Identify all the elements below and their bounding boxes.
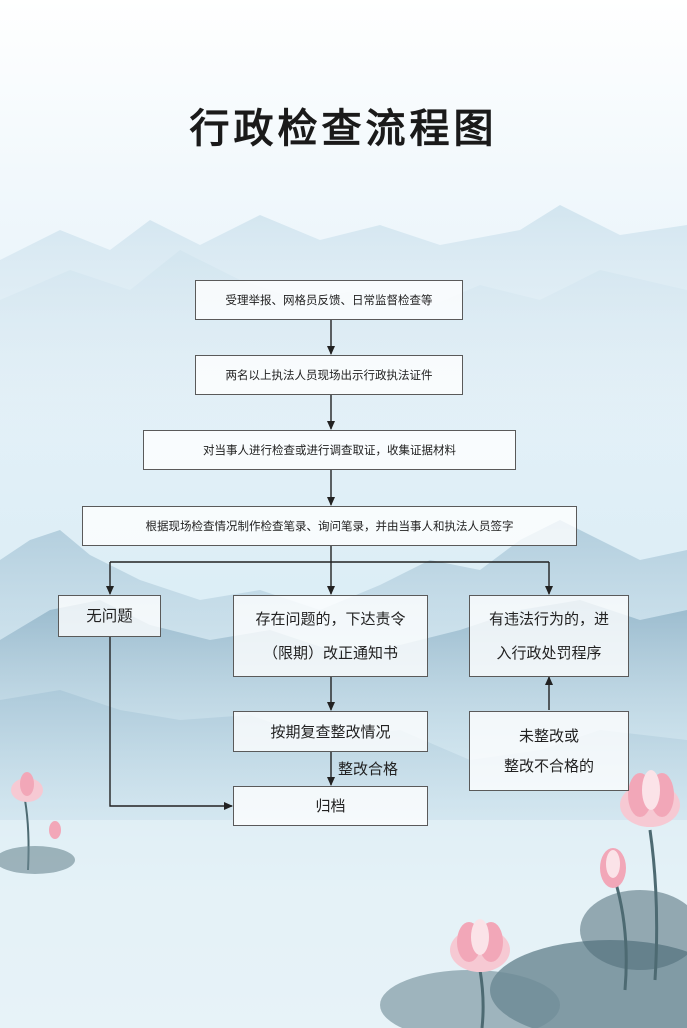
- step-recheck-rectification: 按期复查整改情况: [233, 711, 428, 752]
- step-inspect-collect-evidence-text: 对当事人进行检查或进行调查取证，收集证据材料: [203, 443, 456, 457]
- step-make-records-text: 根据现场检查情况制作检查笔录、询问笔录，并由当事人和执法人员签字: [145, 519, 514, 533]
- violation-line-2: 入行政处罚程序: [496, 644, 602, 662]
- step-recheck-rectification-text: 按期复查整改情况: [270, 722, 391, 741]
- step-archive: 归档: [233, 786, 428, 826]
- not-fixed-line-2: 整改不合格的: [503, 757, 594, 775]
- lotus-flower-right: [620, 770, 680, 827]
- branch-issue-rectification-notice: 存在问题的，下达责令 （限期）改正通知书: [233, 595, 428, 677]
- issue-line-1: 存在问题的，下达责令: [255, 610, 406, 628]
- page-title: 行政检查流程图: [189, 105, 498, 152]
- branch-violation-penalty: 有违法行为的，进 入行政处罚程序: [469, 595, 629, 677]
- step-archive-text: 归档: [315, 797, 346, 815]
- not-fixed-line-1: 未整改或: [518, 727, 579, 745]
- branch-not-rectified: 未整改或 整改不合格的: [469, 711, 629, 791]
- step-show-credentials-text: 两名以上执法人员现场出示行政执法证件: [225, 368, 433, 382]
- branch-no-issue-text: 无问题: [86, 607, 133, 625]
- lotus-flower-bottom: [450, 919, 510, 972]
- lotus-flower-left: [11, 772, 43, 802]
- step-inspect-collect-evidence: 对当事人进行检查或进行调查取证，收集证据材料: [143, 430, 516, 470]
- branch-no-issue: 无问题: [58, 595, 161, 637]
- step-receive-reports: 受理举报、网格员反馈、日常监督检查等: [195, 280, 463, 320]
- step-receive-reports-text: 受理举报、网格员反馈、日常监督检查等: [225, 293, 433, 307]
- violation-line-1: 有违法行为的，进: [488, 610, 609, 628]
- line-no-issue-archive: [109, 637, 233, 810]
- step-make-records: 根据现场检查情况制作检查笔录、询问笔录，并由当事人和执法人员签字: [82, 506, 577, 546]
- label-rectified-ok: 整改合格: [338, 760, 399, 778]
- issue-line-2: （限期）改正通知书: [262, 644, 398, 662]
- lotus-bud-right: [600, 848, 626, 888]
- step-show-credentials: 两名以上执法人员现场出示行政执法证件: [195, 355, 463, 395]
